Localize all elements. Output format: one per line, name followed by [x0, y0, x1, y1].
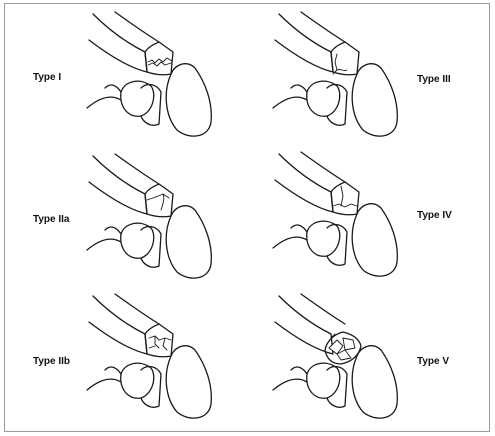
label-type-iii: Type III [417, 74, 451, 85]
bone-illustration-type-iv [271, 152, 491, 282]
panel-type-iv: Type IV [271, 152, 491, 282]
label-type-iib: Type IIb [33, 356, 70, 367]
bone-illustration-type-v [271, 294, 491, 424]
label-type-iia: Type IIa [33, 214, 70, 225]
figure-frame: Type I Type III [4, 3, 490, 432]
label-type-v: Type V [417, 356, 449, 367]
bone-illustration-type-iii [271, 12, 491, 142]
panel-type-iii: Type III [271, 12, 491, 142]
panel-type-v: Type V [271, 294, 491, 424]
label-type-iv: Type IV [417, 210, 452, 221]
label-type-i: Type I [33, 72, 61, 83]
